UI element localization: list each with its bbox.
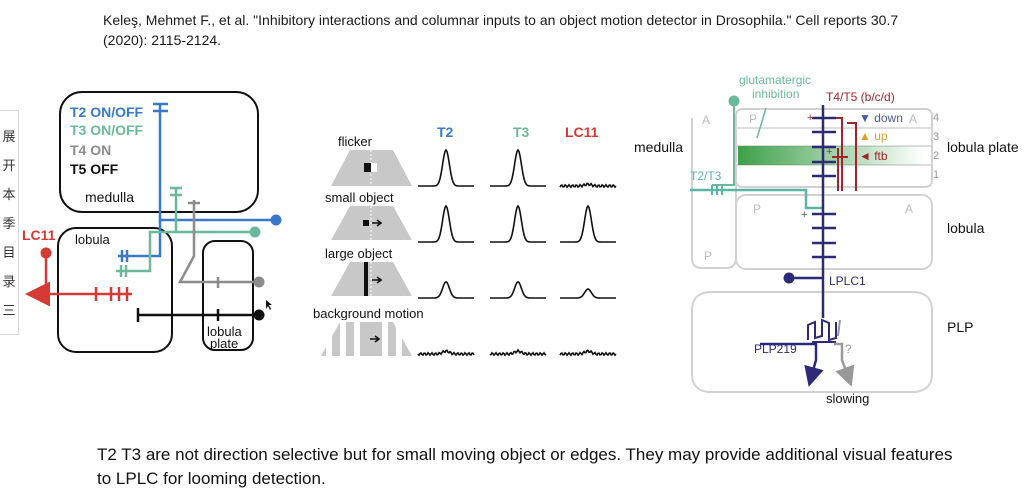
direction-down-label: ▼ down [859, 111, 903, 125]
response-figure: T2 T3 LC11 flicker small object large ob… [313, 124, 617, 357]
response-trace [559, 182, 617, 189]
stimulus-label-flicker: flicker [338, 134, 373, 149]
circuit-diagram: T2 ON/OFF T3 ON/OFF T4 ON T5 OFF medulla… [22, 91, 282, 353]
posterior-marker: P [749, 112, 757, 126]
stimulus-icon-small-object [331, 206, 412, 240]
t5-pathway [136, 308, 256, 322]
stimulus-label-large-object: large object [325, 246, 393, 261]
layer-number: 2 [933, 150, 939, 162]
glutamatergic-label: glutamatergic [739, 73, 811, 87]
direction-ftb-label: ◄ ftb [859, 149, 888, 163]
response-trace [418, 148, 474, 187]
plus-sign: + [826, 146, 832, 158]
response-trace [418, 280, 474, 299]
side-toc-char[interactable]: 季 [2, 217, 16, 232]
input-label-t5: T5 OFF [70, 161, 119, 177]
region-label-plp: PLP [947, 319, 973, 335]
input-label-t4: T4 ON [70, 142, 111, 158]
response-trace [418, 204, 474, 243]
inhibition-label: inhibition [752, 87, 799, 101]
lobula-outline [735, 194, 933, 270]
side-toc-char[interactable]: 录 [2, 275, 16, 290]
anterior-marker: A [909, 112, 917, 126]
side-toc-char[interactable]: 本 [2, 188, 16, 203]
response-trace [560, 204, 616, 243]
anatomy-figure: glutamatergic inhibition A P A P A P 4 3… [634, 73, 1019, 406]
medulla-label: medulla [85, 189, 134, 205]
unknown-target-label: ? [845, 342, 852, 356]
layer-number: 4 [933, 112, 939, 124]
response-trace [560, 288, 616, 299]
t4-pathway [177, 200, 256, 288]
input-label-t3: T3 ON/OFF [70, 122, 144, 138]
lobula-plate-outline [735, 108, 933, 188]
input-label-t2: T2 ON/OFF [70, 104, 144, 120]
response-trace [489, 348, 547, 357]
t4t5-label: T4/T5 (b/c/d) [826, 90, 895, 104]
response-header-t3: T3 [513, 124, 530, 140]
plp219-label: PLP219 [754, 342, 797, 356]
stimulus-label-background-motion: background motion [313, 306, 424, 321]
response-header-t2: T2 [437, 124, 454, 140]
layer-number: 3 [933, 131, 939, 143]
anterior-marker: A [905, 202, 913, 216]
posterior-marker: P [753, 202, 761, 216]
stimulus-label-small-object: small object [325, 190, 394, 205]
lc11-pathway [25, 255, 132, 307]
side-toc-char[interactable]: 目 [2, 246, 16, 261]
citation-text: Keleş, Mehmet F., et al. "Inhibitory int… [103, 12, 899, 48]
response-header-lc11: LC11 [565, 124, 599, 140]
response-trace [417, 349, 475, 357]
side-toc-char[interactable]: 开 [2, 159, 16, 174]
t3-output-terminal [249, 226, 261, 238]
response-trace [490, 280, 546, 299]
lobula-plate-label: lobula [207, 324, 242, 339]
anterior-marker: A [702, 113, 710, 127]
side-toc-char[interactable]: 展 [2, 130, 16, 145]
medulla-outline [691, 118, 737, 269]
lplc1-soma [783, 272, 795, 284]
region-label-medulla: medulla [634, 139, 683, 155]
t2t3-label: T2/T3 [690, 169, 722, 183]
response-trace [490, 148, 546, 187]
t2-output-terminal [270, 214, 282, 226]
t3-pathway [116, 186, 252, 277]
plus-sign: + [807, 112, 813, 124]
direction-up-label: ▲ up [859, 129, 888, 143]
lplc1-label: LPLC1 [829, 274, 866, 288]
stimulus-icon-large-object [331, 262, 412, 296]
cursor-icon [266, 300, 272, 310]
layer-number: 1 [933, 169, 939, 181]
stimulus-icon-flicker [331, 150, 412, 186]
glutamatergic-soma [728, 95, 740, 107]
region-label-lobula-plate: lobula plate [947, 139, 1019, 155]
posterior-marker: P [704, 249, 712, 263]
response-trace [490, 204, 546, 243]
slide-caption: T2 T3 are not direction selective but fo… [97, 445, 953, 488]
side-toc-panel[interactable]: 展 开 本 季 目 录 三 [0, 110, 19, 335]
t5-output-terminal [253, 309, 265, 321]
lobula-box [57, 227, 173, 353]
response-trace [559, 349, 617, 357]
stimulus-icon-background-motion [321, 320, 412, 356]
lobula-plate-label: plate [210, 336, 238, 351]
slowing-label: slowing [826, 391, 869, 406]
region-label-lobula: lobula [947, 220, 985, 236]
lc11-soma [40, 247, 52, 259]
side-toc-char[interactable]: 三 [2, 304, 16, 319]
response-traces [417, 148, 617, 357]
t2t3-pathway [690, 188, 822, 210]
lplc1-neuron [792, 105, 836, 318]
plp219-neuron [760, 318, 855, 387]
t4-output-terminal [253, 276, 265, 288]
lc11-label: LC11 [22, 227, 56, 243]
glutamatergic-inhibition-band [738, 146, 924, 165]
plp-outline [691, 291, 933, 393]
lobula-label: lobula [75, 232, 110, 247]
plus-sign: + [801, 209, 807, 221]
lobula-plate-box [202, 240, 254, 351]
